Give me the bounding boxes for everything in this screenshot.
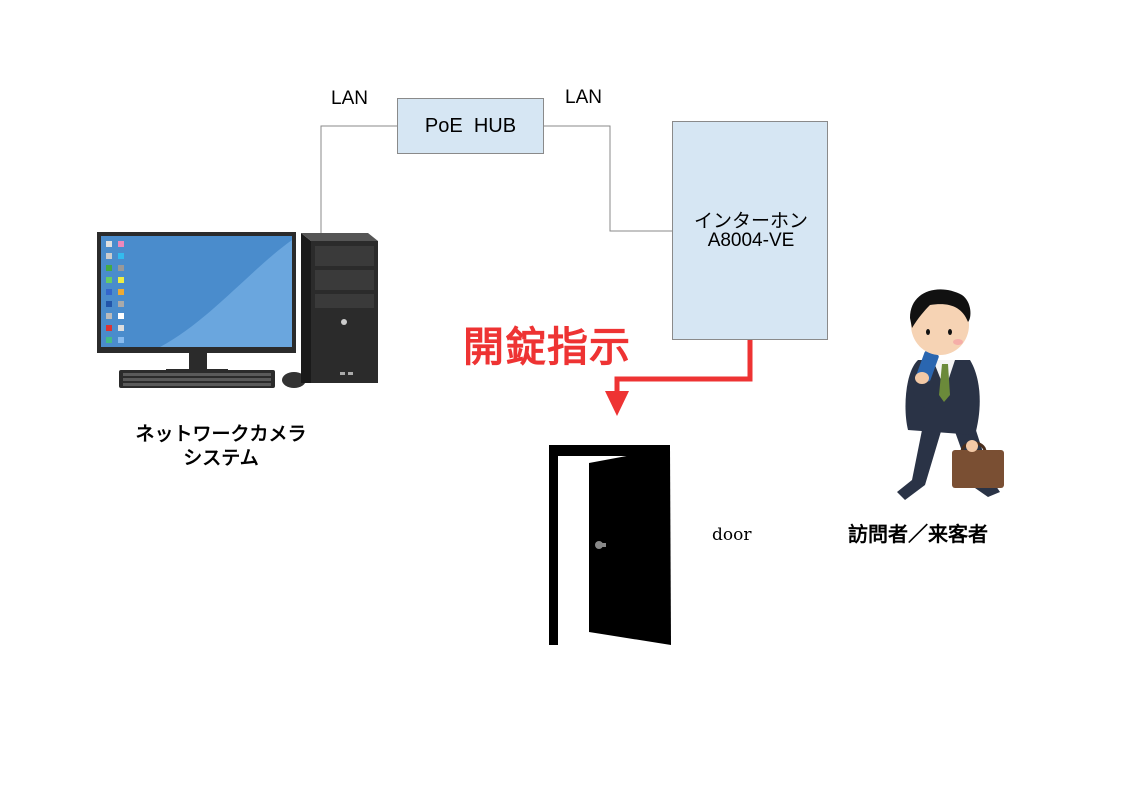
intercom-box: インターホン A8004-VE	[672, 121, 828, 340]
unlock-arrow	[605, 340, 753, 416]
keyboard-icon	[119, 370, 275, 388]
door-icon	[549, 445, 671, 645]
unlock-instruction-label: 開錠指示	[463, 323, 631, 371]
pc-caption-line1: ネットワークカメラ	[135, 423, 307, 445]
intercom-model: A8004-VE	[707, 230, 795, 251]
visitor-person-icon	[897, 289, 1004, 500]
poe-hub-label: PoE HUB	[424, 114, 517, 137]
intercom-name: インターホン	[693, 211, 808, 232]
pc-caption: ネットワークカメラ システム	[118, 422, 324, 470]
poe-hub-box: PoE HUB	[397, 98, 544, 154]
lan-label-right: LAN	[565, 87, 602, 108]
visitor-caption: 訪問者／来客者	[848, 522, 988, 546]
monitor-icon	[97, 232, 296, 374]
door-label: door	[712, 525, 752, 545]
mouse-icon	[282, 372, 306, 388]
lan-cable-pc-hub	[320, 125, 397, 233]
pc-caption-line2: システム	[183, 447, 259, 469]
lan-label-left: LAN	[331, 88, 368, 109]
pc-tower-icon	[301, 233, 378, 383]
lan-cable-hub-intercom	[544, 125, 672, 232]
